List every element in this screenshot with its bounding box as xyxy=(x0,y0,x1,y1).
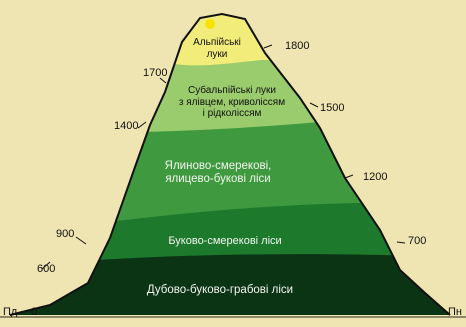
tick-900 xyxy=(75,236,87,245)
altitude-label-0: 0 xyxy=(31,306,38,318)
altitude-label-1800: 1800 xyxy=(285,40,310,52)
zone-label-beech-spruce-line1: Буково-смерекові ліси xyxy=(168,235,282,247)
zone-label-alpine: Альпійські луки xyxy=(185,37,249,60)
zone-label-subalpine: Субальпійські луки з ялівцем, криволісся… xyxy=(162,85,302,120)
zone-label-fir-spruce-line2: ялицево-букові ліси xyxy=(165,173,271,186)
zone-label-subalpine-line3: і рідколіссям xyxy=(202,108,262,119)
summit-sun-icon xyxy=(205,19,215,29)
tick-1200 xyxy=(344,174,354,179)
altitude-label-1700: 1700 xyxy=(143,67,168,79)
altitude-label-600: 600 xyxy=(37,263,56,275)
altitude-label-1400: 1400 xyxy=(114,120,139,132)
zone-oak-beech-hornbeam xyxy=(10,254,450,315)
altitude-label-700: 700 xyxy=(408,235,427,247)
tick-1800 xyxy=(263,44,273,49)
altitude-label-900: 900 xyxy=(56,228,75,240)
zone-label-subalpine-line2: з ялівцем, криволіссям xyxy=(178,96,286,108)
zone-label-fir-spruce-line1: Ялиново-смерекові, xyxy=(164,160,272,172)
tick-1700 xyxy=(159,77,167,84)
direction-north-label: Пн xyxy=(448,306,462,318)
zone-label-oak-beech-hornbeam-line1: Дубово-буково-грабові ліси xyxy=(146,284,294,296)
zone-label-beech-spruce: Буково-смерекові ліси xyxy=(140,235,310,248)
zone-label-alpine-line2: луки xyxy=(206,48,228,60)
tick-1500 xyxy=(309,102,319,108)
altitude-label-1500: 1500 xyxy=(320,102,345,114)
mountain-outline xyxy=(9,12,451,316)
tick-700 xyxy=(396,241,406,244)
zone-label-subalpine-line1: Субальпійські луки xyxy=(187,85,277,96)
altitude-label-1200: 1200 xyxy=(363,171,388,183)
zone-label-alpine-line1: Альпійські xyxy=(193,37,241,48)
tick-1400 xyxy=(137,121,147,129)
direction-south-label: Пд xyxy=(3,306,18,318)
zone-label-fir-spruce: Ялиново-смерекові, ялицево-букові ліси xyxy=(148,160,288,186)
zone-label-oak-beech-hornbeam: Дубово-буково-грабові ліси xyxy=(110,284,330,297)
tick-600 xyxy=(41,261,51,270)
